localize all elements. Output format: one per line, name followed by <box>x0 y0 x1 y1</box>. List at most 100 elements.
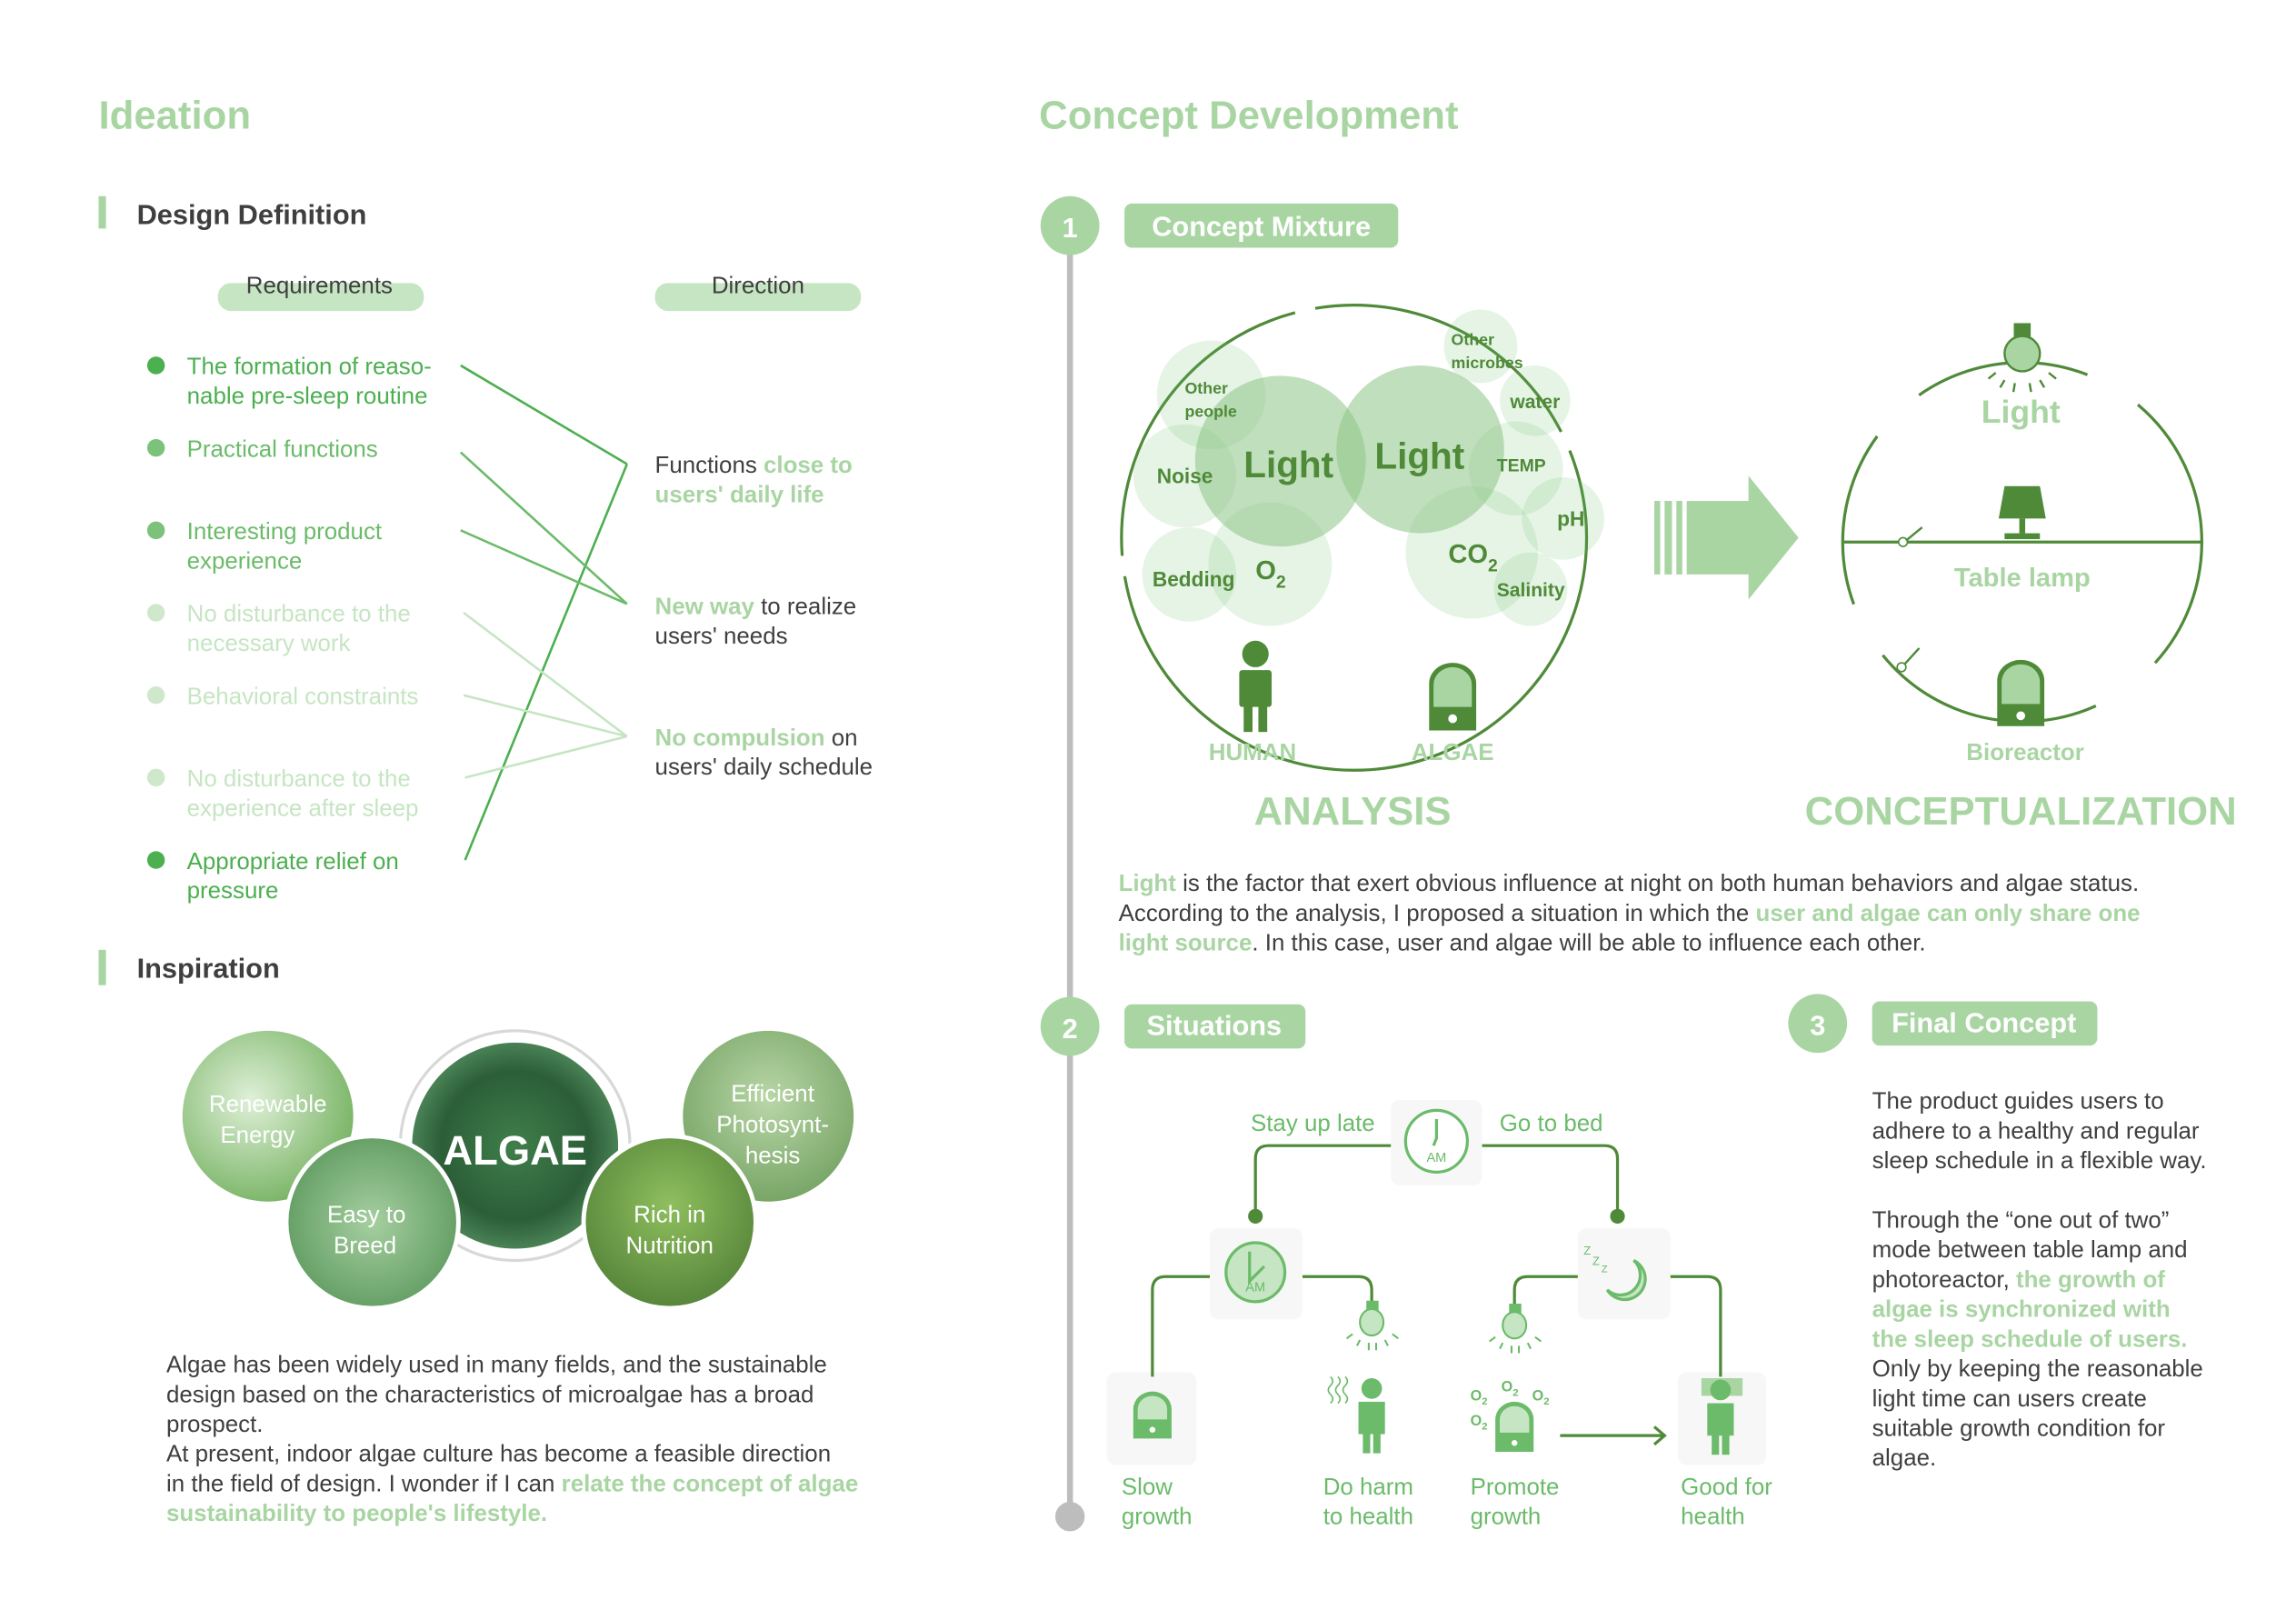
light-label: Light <box>1982 394 2061 430</box>
concept-mixture-label: Concept Mixture <box>1152 210 1371 242</box>
step-2-number: 2 <box>1063 1013 1078 1045</box>
situations-label: Situations <box>1147 1010 1283 1042</box>
connector <box>464 463 628 861</box>
step-2-badge <box>1040 996 1100 1056</box>
factor-label: pH <box>1557 506 1584 530</box>
bioreactor-label: Bioreactor <box>1966 740 2083 765</box>
svg-text:O2: O2 <box>1532 1387 1550 1407</box>
table-lamp-icon <box>1998 485 2046 540</box>
situations-tree: Stay up late Go to bed AM AM Z Z Z <box>1106 1099 1772 1529</box>
table-lamp-label: Table lamp <box>1954 564 2091 593</box>
factor-label: Bedding <box>1153 567 1235 591</box>
stay-up-late-label: Stay up late <box>1251 1111 1375 1136</box>
final-concept-pill <box>1872 1001 2098 1046</box>
concept-title: Concept Development <box>1039 93 1459 137</box>
connector <box>459 451 628 605</box>
connector <box>463 611 628 738</box>
rich-in-nutrition-image <box>585 1138 754 1306</box>
factor-label-light: Light <box>1374 435 1464 476</box>
easy-to-breed-image <box>288 1138 456 1306</box>
factor-labels: Other people Noise Light Bedding O2 Ligh… <box>1153 330 1584 601</box>
algae-label: ALGAE <box>1412 740 1494 765</box>
bubble <box>1499 365 1571 436</box>
factor-label: Salinity <box>1497 580 1565 601</box>
requirement-item: Behavioral constraints <box>187 684 419 709</box>
svg-text:Z: Z <box>1583 1244 1591 1257</box>
situations-pill <box>1124 1004 1306 1049</box>
svg-text:O2: O2 <box>1471 1413 1488 1433</box>
step-3-badge <box>1788 994 1848 1054</box>
connector <box>463 694 628 738</box>
requirement-bullet <box>146 685 165 705</box>
requirement-bullet <box>146 356 165 375</box>
transition-arrow-icon <box>1654 475 1799 600</box>
svg-text:AM: AM <box>1426 1151 1446 1165</box>
human-icon <box>1239 640 1273 733</box>
connector <box>460 364 628 465</box>
algae-caption: ALGAE <box>443 1127 587 1174</box>
human-light-bubble <box>1194 375 1366 547</box>
factor-label: microbes <box>1452 354 1523 372</box>
analysis-paragraph: Light is the factor that exert obvious i… <box>1119 871 2141 955</box>
conceptualization-caption: CONCEPTUALIZATION <box>1805 789 2237 834</box>
svg-text:O2: O2 <box>1471 1387 1488 1407</box>
requirement-bullet <box>146 768 165 787</box>
light-bulb-icon <box>1489 1304 1542 1354</box>
light-bulb-icon <box>1987 323 2057 393</box>
requirement-bullet <box>146 851 165 869</box>
factor-label: Noise <box>1157 465 1213 488</box>
unwell-person-icon <box>1327 1375 1385 1454</box>
switch-icon <box>1897 536 1909 547</box>
factor-label: people <box>1184 403 1236 421</box>
factor-label: Other <box>1452 330 1495 348</box>
svg-text:O2: O2 <box>1502 1379 1519 1399</box>
factor-label: water <box>1509 392 1560 413</box>
factor-label: TEMP <box>1497 456 1546 476</box>
bubble <box>1522 477 1604 560</box>
connection-lines <box>459 364 628 861</box>
svg-text:AM: AM <box>1245 1280 1265 1295</box>
bubble <box>1142 527 1237 622</box>
direction-pill <box>654 283 862 312</box>
human-label: HUMAN <box>1209 740 1296 765</box>
factor-label-o2: O2 <box>1255 556 1286 593</box>
bioreactor-icon <box>1133 1391 1172 1439</box>
svg-text:Z: Z <box>1592 1254 1600 1267</box>
connector <box>460 529 628 605</box>
tree-lines <box>1151 1144 1722 1446</box>
bioreactor-icon <box>1429 663 1477 731</box>
final-concept-label: Final Concept <box>1892 1007 2076 1039</box>
analysis-ring <box>1120 303 1589 772</box>
section-marker <box>98 195 106 229</box>
inspiration-paragraph: Algae has been widely used in many field… <box>166 1353 858 1527</box>
requirement-bullet <box>146 604 165 622</box>
bioreactor-icon <box>1997 659 2045 726</box>
bubble <box>1493 552 1568 626</box>
timeline-end-dot <box>1054 1502 1085 1532</box>
requirement-bullet <box>146 438 165 457</box>
light-bubbles <box>1194 365 1504 547</box>
requirements-label: Requirements <box>246 274 393 299</box>
factor-label: Other <box>1184 379 1228 397</box>
requirement-item: Practical functions <box>187 436 378 462</box>
switch-icon <box>1896 662 1907 673</box>
factor-label-light: Light <box>1243 444 1333 485</box>
factor-label-co2: CO2 <box>1448 540 1498 576</box>
requirement-bullet <box>146 521 165 540</box>
